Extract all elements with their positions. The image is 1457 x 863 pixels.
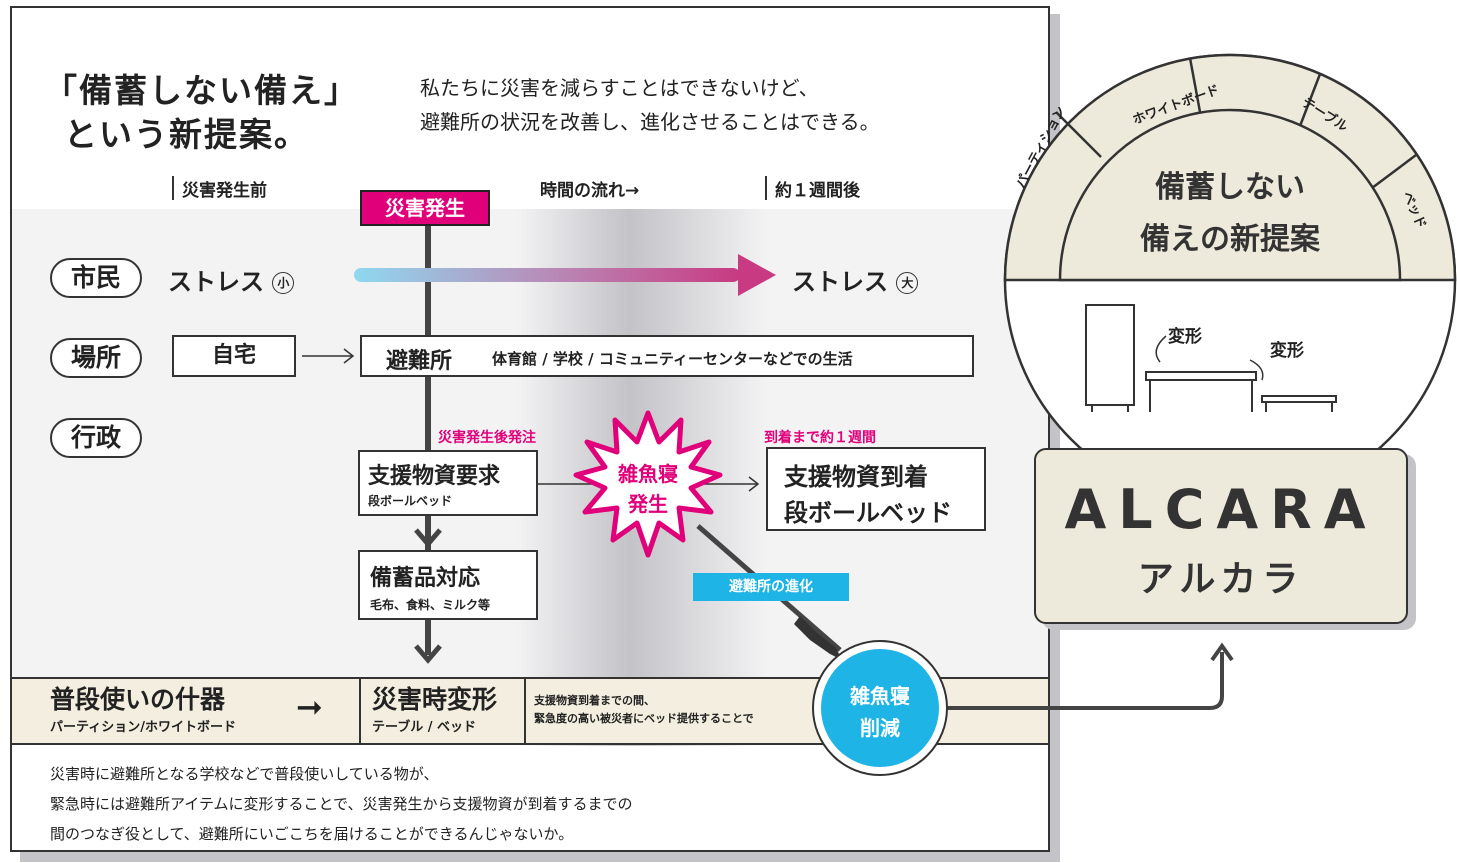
concept-line1: 備蓄しない <box>1155 170 1305 205</box>
brand-name: ALCARA <box>1064 478 1378 541</box>
transform-label-2: 変形 <box>1270 341 1304 361</box>
zakone-burst-line1: 雑魚寝 <box>618 462 678 486</box>
band-divider-1 <box>359 677 361 745</box>
shelter-detail: 体育館 / 学校 / コミュニティーセンターなどでの生活 <box>492 350 853 368</box>
stress-arrow-shaft <box>354 268 740 282</box>
request-box: 支援物資要求 段ボールベッド <box>358 450 538 516</box>
home-box: 自宅 <box>172 335 296 377</box>
evolution-tag: 避難所の進化 <box>693 573 849 601</box>
arc-divider-3 <box>1298 73 1322 127</box>
stress-small-mark: 小 <box>272 272 295 294</box>
zakone-burst <box>573 410 723 558</box>
order-note: 災害発生後発注 <box>438 430 536 446</box>
arc-divider-1 <box>1055 111 1102 158</box>
arrival-title-line2: 段ボールベッド <box>784 499 952 527</box>
footer-line3: 間のつなぎ役として、避難所にいごこちを届けることができるんじゃないか。 <box>50 825 574 843</box>
transform-sub: テーブル / ベッド <box>372 720 477 735</box>
band-note-line1: 支援物資到着までの間、 <box>534 694 655 707</box>
brand-box: ALCARA アルカラ <box>1034 448 1408 624</box>
down-arrow-2 <box>414 644 442 664</box>
disaster-badge: 災害発生 <box>360 190 490 226</box>
reduce-line1: 雑魚寝 <box>850 684 910 708</box>
stock-box: 備蓄品対応 毛布、食料、ミルク等 <box>358 550 538 620</box>
request-title: 支援物資要求 <box>368 464 501 489</box>
stress-large-label: ストレス 大 <box>792 262 919 297</box>
flow-label: 時間の流れ→ <box>540 181 640 201</box>
tick-before <box>172 176 174 200</box>
arc-divider-2 <box>1188 57 1202 113</box>
product-globe <box>1003 53 1457 507</box>
reduce-line2: 削減 <box>860 716 900 740</box>
stress-arrow <box>354 254 776 296</box>
after-label: 約１週間後 <box>775 181 860 201</box>
table-icon <box>1145 371 1257 412</box>
transform-arrow-1 <box>1155 335 1167 363</box>
brand-kana: アルカラ <box>1137 559 1305 600</box>
tick-after <box>765 176 767 200</box>
transform-title: 災害時変形 <box>372 685 498 714</box>
arrival-box: 支援物資到着 段ボールベッド <box>766 447 986 531</box>
main-panel <box>10 6 1050 852</box>
place-label: 場所 <box>50 338 142 378</box>
daily-title: 普段使いの什器 <box>50 685 226 714</box>
page-title-line2: という新提案。 <box>64 115 309 154</box>
citizen-label: 市民 <box>50 258 142 298</box>
lead-line2: 避難所の状況を改善し、進化させることはできる。 <box>420 110 880 134</box>
zakone-reduce-inner <box>821 649 939 767</box>
page-title-line1: 「備蓄しない備え」 <box>44 71 359 110</box>
shelter-label: 避難所 <box>386 349 453 374</box>
footer-line2: 緊急時には避難所アイテムに変形することで、災害発生から支援物資が到着するまでの <box>50 795 633 813</box>
stress-small-text: ストレス <box>168 268 264 296</box>
stress-arrow-head <box>738 254 776 296</box>
lead-line1: 私たちに災害を減らすことはできないけど、 <box>420 76 819 100</box>
band-arrow-icon: ➞ <box>296 688 323 726</box>
zakone-reduce-circle <box>812 640 948 776</box>
arrival-title-line1: 支援物資到着 <box>784 463 928 491</box>
stock-title: 備蓄品対応 <box>370 566 481 591</box>
band-note-line2: 緊急度の高い被災者にベッド提供することで <box>534 712 754 725</box>
globe-inner-dome <box>1058 108 1402 282</box>
transform-arrow-2 <box>1249 359 1264 381</box>
whiteboard-icon <box>1085 304 1135 412</box>
reduce-to-brand-connector <box>940 642 1234 710</box>
arc-divider-4 <box>1371 154 1417 189</box>
stock-sub: 毛布、食料、ミルク等 <box>370 598 491 612</box>
bed-icon <box>1261 395 1337 412</box>
before-label: 災害発生前 <box>182 181 267 201</box>
government-label: 行政 <box>50 418 142 458</box>
daily-sub: パーティション/ホワイトボード <box>50 720 236 735</box>
down-arrow-1 <box>414 528 442 548</box>
stress-large-text: ストレス <box>792 268 888 296</box>
stress-large-mark: 大 <box>896 272 919 294</box>
request-sub: 段ボールベッド <box>368 494 453 508</box>
stress-small-label: ストレス 小 <box>168 262 295 297</box>
zakone-burst-line2: 発生 <box>628 492 668 516</box>
concept-line2: 備えの新提案 <box>1140 222 1320 257</box>
pointing-hand-icon <box>794 616 842 660</box>
transform-label-1: 変形 <box>1168 327 1202 347</box>
band-divider-2 <box>524 677 526 745</box>
footer-line1: 災害時に避難所となる学校などで普段使いしている物が、 <box>50 765 439 783</box>
arrival-note: 到着まで約１週間 <box>764 430 876 446</box>
disaster-line <box>425 220 431 655</box>
home-to-shelter-arrow <box>302 348 355 364</box>
shelter-box: 避難所 体育館 / 学校 / コミュニティーセンターなどでの生活 <box>360 335 974 377</box>
